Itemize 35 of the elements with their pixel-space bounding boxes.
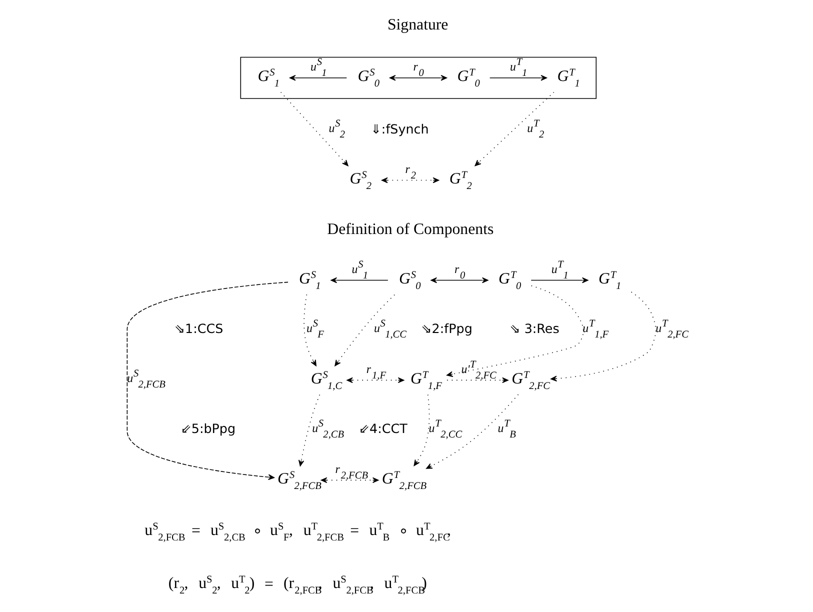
- arrow: [289, 74, 348, 81]
- arrow: [489, 74, 548, 81]
- arrow: [126, 282, 288, 480]
- edge-label: r$_{2}$: [405, 162, 416, 182]
- arrow: [389, 74, 448, 81]
- arrow: [298, 394, 320, 466]
- arrow: [382, 177, 440, 184]
- label: ⇘2:fPpg: [421, 321, 472, 336]
- arrow: [550, 292, 656, 382]
- arrow: [530, 277, 588, 284]
- label: ⇙5:bPpg: [180, 421, 236, 436]
- label: ⇘ 3:Res: [510, 321, 560, 336]
- arrow: [280, 92, 348, 166]
- label: u$^{S}$$_{2,FCB}$ = u$^{S}$$_{2,CB}$ ∘ u$^{S}$$_{F}$, u$^{T}$$_{2,FCB}$ = u$^{T}$$_{B}$ ∘ u$^{T}$$_{2,FC}$,: [144, 521, 451, 544]
- arrow: [430, 277, 488, 284]
- arrow: [304, 294, 316, 366]
- arrow: [334, 294, 395, 366]
- arrow: [446, 377, 508, 384]
- arrow: [426, 394, 519, 469]
- label: Definition of Components: [327, 221, 494, 238]
- arrow: [474, 92, 554, 166]
- label: ⇙4:CCT: [358, 421, 408, 436]
- arrow: [446, 285, 584, 377]
- label: Signature: [387, 16, 448, 34]
- arrow: [330, 277, 388, 284]
- edge-label: r$_{1,F}$: [366, 362, 386, 382]
- label: ⇓:fSynch: [370, 121, 429, 136]
- edge-label: r$_{0}$: [454, 262, 466, 282]
- edge-label: r$_{0}$: [413, 60, 424, 80]
- edge-label: r$_{2,FCB}$: [335, 462, 368, 482]
- label: ⇘1:CCS: [174, 321, 224, 336]
- cluster: [240, 56, 597, 99]
- arrow: [414, 394, 430, 466]
- arrow: [320, 477, 379, 484]
- arrow: [346, 377, 404, 384]
